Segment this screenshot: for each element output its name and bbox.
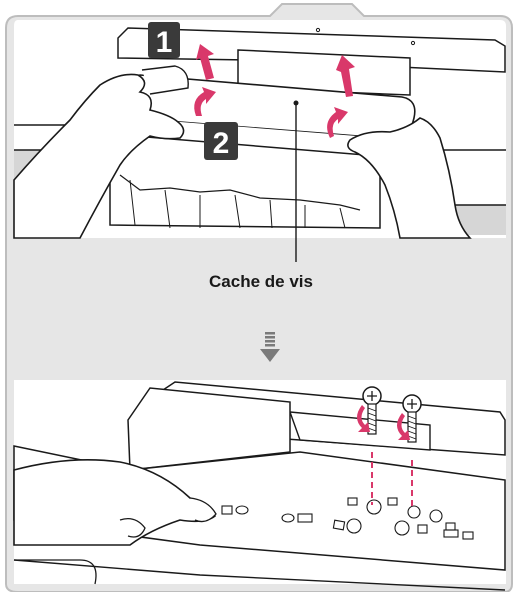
right-hand: [347, 117, 472, 239]
screw-icon: [397, 394, 422, 443]
lift-arrows: [194, 44, 355, 138]
step-1-badge: 1: [148, 22, 180, 59]
bottom-illustration: [13, 380, 506, 591]
screw-icon: [357, 386, 382, 435]
down-arrow-icon: [260, 332, 280, 362]
step-1-number: 1: [156, 26, 173, 59]
step-2-number: 2: [213, 127, 230, 160]
step-2-badge: 2: [204, 122, 238, 160]
left-hand: [13, 73, 185, 239]
top-illustration: [13, 20, 506, 262]
screw-cover-caption: Cache de vis: [209, 272, 313, 291]
